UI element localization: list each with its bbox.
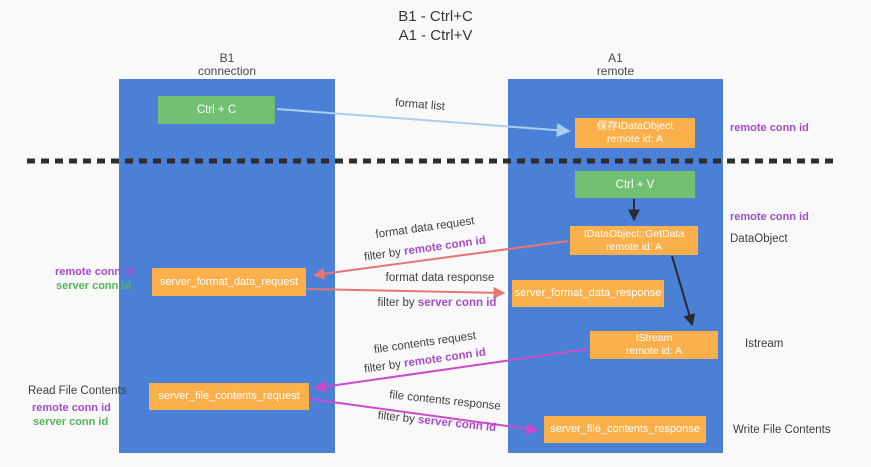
filter-by-text: filter by — [377, 409, 419, 426]
node-istream-line2: remote id: A — [625, 345, 683, 357]
node-server-file-contents-response-label: server_file_contents_response — [550, 423, 700, 435]
lifeline-b1-title: B1 — [219, 51, 235, 65]
annotation-left-remote-conn-id-file: remote conn id — [32, 402, 111, 414]
annotation-istream: Istream — [745, 338, 784, 350]
node-server-format-data-request-label: server_format_data_request — [159, 275, 299, 288]
node-server-format-data-response-label: server_format_data_response — [514, 287, 662, 299]
label-format-list: format list — [394, 97, 446, 113]
node-ctrl-v: Ctrl + V — [575, 171, 695, 198]
node-getdata-line1: IDataObject::GetData — [583, 227, 685, 240]
title-line-1: B1 - Ctrl+C — [398, 8, 473, 25]
lifeline-a1-title: A1 — [608, 51, 623, 65]
lifeline-header-b1: B1 connection — [119, 52, 335, 78]
title-line-2: A1 - Ctrl+V — [398, 27, 473, 44]
filter-by-text: filter by — [377, 297, 418, 309]
annotation-remote-conn-id-mid: remote conn id — [730, 211, 809, 223]
node-istream-line1: IStream — [635, 332, 673, 344]
node-server-file-contents-request-label: server_file_contents_request — [158, 390, 300, 402]
annotation-remote-conn-id-top: remote conn id — [730, 122, 809, 134]
node-ctrl-c-label: Ctrl + C — [196, 104, 237, 116]
lifeline-a1-subtitle: remote — [596, 64, 635, 78]
label-format-data-response: format data response — [385, 272, 495, 284]
annotation-left-remote-conn-id-fmt: remote conn id — [55, 266, 134, 278]
label-format-data-response-filter: filter by server conn id — [372, 297, 502, 309]
diagram-title: B1 - Ctrl+C A1 - Ctrl+V — [0, 7, 871, 45]
node-server-file-contents-response: server_file_contents_response — [544, 416, 706, 443]
annotation-read-file-contents: Read File Contents — [28, 385, 127, 397]
filter-by-text: filter by — [363, 245, 405, 264]
label-file-contents-response: file contents response — [388, 389, 502, 413]
node-getdata-line2: remote id: A — [605, 240, 663, 253]
annotation-dataobject: DataObject — [730, 233, 788, 245]
node-server-format-data-response: server_format_data_response — [512, 280, 664, 307]
filter-key-remote-conn-id: remote conn id — [403, 234, 487, 258]
label-file-contents-response-filter: filter by server conn id — [372, 409, 503, 435]
lifeline-b1-subtitle: connection — [197, 64, 257, 78]
node-server-file-contents-request: server_file_contents_request — [149, 383, 309, 410]
annotation-write-file-contents: Write File Contents — [733, 424, 831, 436]
lifeline-header-a1: A1 remote — [508, 52, 723, 78]
annotation-left-server-conn-id-fmt: server conn id — [56, 280, 132, 292]
node-ctrl-v-label: Ctrl + V — [615, 178, 655, 191]
filter-key-server-conn-id: server conn id — [417, 414, 497, 435]
filter-key-server-conn-id: server conn id — [417, 297, 497, 309]
format-data-response-arrow — [306, 286, 506, 299]
node-istream: IStream remote id: A — [590, 331, 718, 359]
node-ctrl-c: Ctrl + C — [158, 96, 275, 124]
annotation-left-server-conn-id-file: server conn id — [33, 416, 109, 428]
node-save-idataobject-line2: remote id: A — [606, 133, 664, 145]
filter-by-text: filter by — [363, 357, 405, 376]
node-idataobject-getdata: IDataObject::GetData remote id: A — [570, 226, 698, 255]
node-save-idataobject-line1: 保存IDataObject — [596, 120, 674, 132]
node-server-format-data-request: server_format_data_request — [152, 268, 306, 296]
node-save-idataobject: 保存IDataObject remote id: A — [575, 118, 695, 148]
